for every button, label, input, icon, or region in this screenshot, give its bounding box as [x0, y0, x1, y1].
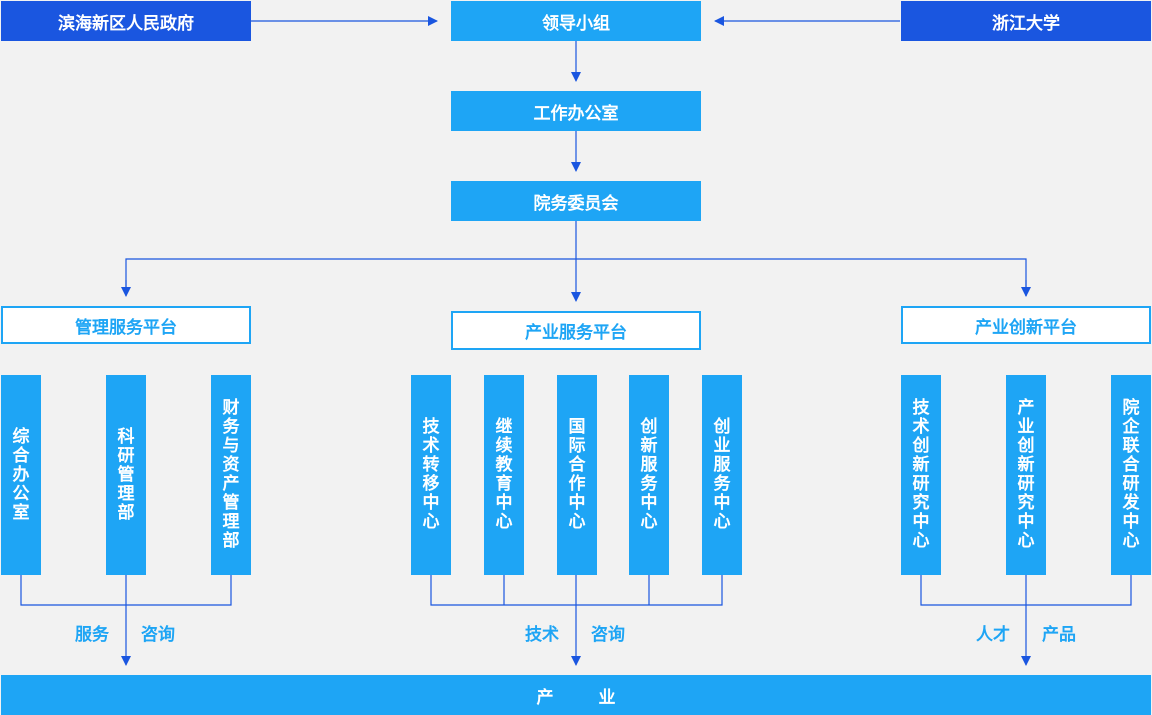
- gov-label: 滨海新区人民政府: [58, 13, 194, 34]
- unit-label: 创新服务中心: [640, 417, 658, 532]
- unit-label: 科研管理部: [117, 426, 135, 523]
- platform-management: 管理服务平台: [1, 306, 251, 344]
- flow-label-talent: 人才: [976, 625, 1010, 645]
- unit-tech-innovation-research: 技术创新研究中心: [901, 375, 941, 575]
- platform-management-label: 管理服务平台: [75, 317, 177, 338]
- platform-industry-innovation-label: 产业创新平台: [975, 317, 1077, 338]
- leader-label: 领导小组: [542, 13, 610, 34]
- unit-innovation-service: 创新服务中心: [629, 375, 669, 575]
- unit-research-management: 科研管理部: [106, 375, 146, 575]
- unit-continuing-education: 继续教育中心: [484, 375, 524, 575]
- committee-box: 院务委员会: [451, 181, 701, 221]
- flow-label-consult-left: 咨询: [141, 625, 175, 645]
- unit-label: 院企联合研发中心: [1122, 398, 1140, 551]
- unit-label: 技术创新研究中心: [912, 398, 930, 551]
- unit-label: 创业服务中心: [713, 417, 731, 532]
- flow-label-product: 产品: [1042, 625, 1076, 645]
- zju-box: 浙江大学: [901, 1, 1151, 41]
- zju-label: 浙江大学: [992, 13, 1060, 34]
- unit-finance-assets: 财务与资产管理部: [211, 375, 251, 575]
- industry-char-2: 业: [598, 687, 616, 708]
- platform-industry-service-label: 产业服务平台: [525, 323, 627, 343]
- flow-label-tech: 技术: [525, 625, 559, 645]
- unit-tech-transfer: 技术转移中心: [411, 375, 451, 575]
- leader-box: 领导小组: [451, 1, 701, 41]
- flow-label-consult-center: 咨询: [591, 625, 625, 645]
- unit-label: 国际合作中心: [568, 417, 586, 532]
- unit-joint-rd: 院企联合研发中心: [1111, 375, 1151, 575]
- unit-label: 产业创新研究中心: [1017, 398, 1035, 551]
- unit-label: 综合办公室: [12, 426, 30, 523]
- office-box: 工作办公室: [451, 91, 701, 131]
- office-label: 工作办公室: [533, 103, 619, 124]
- unit-industry-innovation-research: 产业创新研究中心: [1006, 375, 1046, 575]
- unit-startup-service: 创业服务中心: [702, 375, 742, 575]
- branch-line: [125, 258, 1027, 296]
- committee-label: 院务委员会: [533, 193, 619, 214]
- flow-label-service: 服务: [75, 625, 109, 645]
- platform-industry-service: 产业服务平台: [451, 311, 701, 350]
- unit-label: 继续教育中心: [495, 417, 513, 532]
- industry-char-1: 产: [536, 687, 554, 708]
- industry-bar: 产 业: [1, 675, 1151, 715]
- gov-box: 滨海新区人民政府: [1, 1, 251, 41]
- unit-label: 财务与资产管理部: [222, 398, 240, 551]
- unit-international-cooperation: 国际合作中心: [557, 375, 597, 575]
- unit-general-office: 综合办公室: [1, 375, 41, 575]
- platform-industry-innovation: 产业创新平台: [901, 306, 1151, 344]
- unit-label: 技术转移中心: [422, 417, 440, 532]
